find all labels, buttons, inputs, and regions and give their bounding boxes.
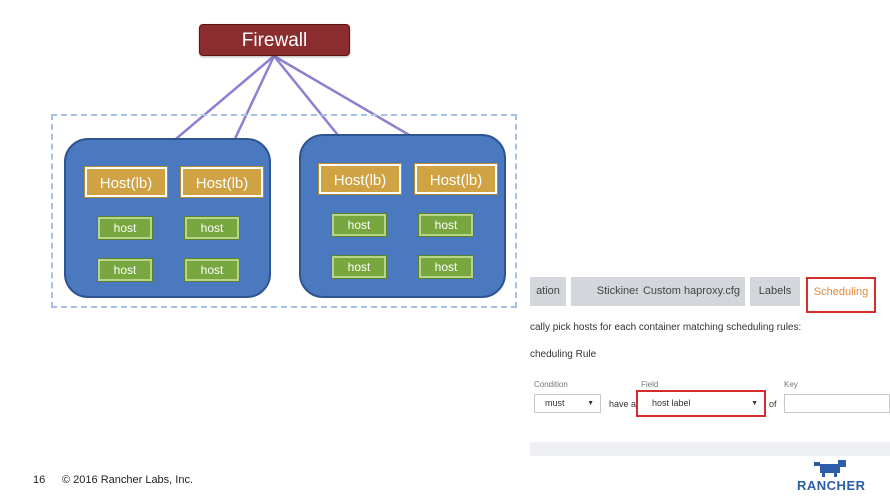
panel-footer-strip xyxy=(530,442,890,456)
field-select-value: host label xyxy=(652,398,691,408)
host-node: host xyxy=(185,259,239,281)
host-cluster-left: Host(lb) Host(lb) host host host host xyxy=(64,138,271,298)
host-node: host xyxy=(98,259,152,281)
chevron-down-icon: ▼ xyxy=(751,400,758,407)
host-node: host xyxy=(98,217,152,239)
condition-select[interactable]: must ▼ xyxy=(534,394,601,413)
tab-balancing[interactable]: ation xyxy=(530,277,566,306)
host-node: host xyxy=(419,214,473,236)
key-input[interactable] xyxy=(784,394,890,413)
host-node: host xyxy=(332,256,386,278)
have-a-label: have a xyxy=(609,399,637,409)
lb-host-node: Host(lb) xyxy=(319,164,401,194)
copyright-text: © 2016 Rancher Labs, Inc. xyxy=(62,474,194,486)
host-node: host xyxy=(185,217,239,239)
tab-labels[interactable]: Labels xyxy=(750,277,800,306)
tab-custom-haproxy[interactable]: Custom haproxy.cfg xyxy=(638,277,745,306)
field-header: Field xyxy=(641,380,659,389)
firewall-node: Firewall xyxy=(199,24,350,56)
of-label: of xyxy=(769,399,777,409)
host-node: host xyxy=(332,214,386,236)
condition-header: Condition xyxy=(534,380,568,389)
rancher-logo-text: RANCHER xyxy=(797,478,866,493)
lb-host-node: Host(lb) xyxy=(181,167,263,197)
rancher-logo-icon xyxy=(814,460,846,477)
key-header: Key xyxy=(784,380,798,389)
lb-host-node: Host(lb) xyxy=(415,164,497,194)
lb-host-node: Host(lb) xyxy=(85,167,167,197)
condition-select-value: must xyxy=(545,398,565,408)
rancher-scheduling-panel: ation Stickiness Custom haproxy.cfg Labe… xyxy=(530,272,890,456)
slide-page-number: 16 xyxy=(33,474,46,486)
scheduling-rule-title: cheduling Rule xyxy=(530,349,597,360)
field-select[interactable]: host label ▼ xyxy=(636,390,766,417)
tab-scheduling[interactable]: Scheduling xyxy=(806,277,876,313)
cluster-boundary xyxy=(51,114,517,308)
chevron-down-icon: ▼ xyxy=(587,400,594,407)
scheduling-description: cally pick hosts for each container matc… xyxy=(530,322,802,333)
host-cluster-right: Host(lb) Host(lb) host host host host xyxy=(299,134,506,298)
host-node: host xyxy=(419,256,473,278)
